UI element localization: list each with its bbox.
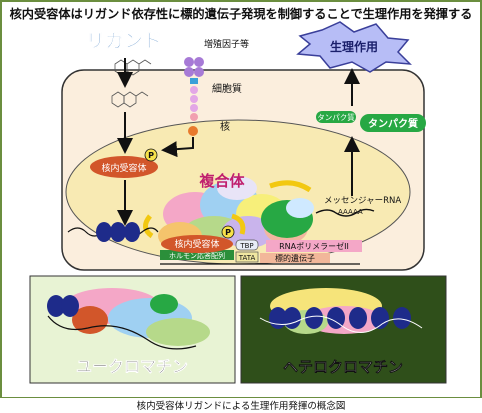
nucleosome-chain — [96, 222, 140, 242]
protein-large-label: タンパク質 — [368, 117, 418, 130]
growth-factor-symbol — [184, 57, 204, 84]
physiological-effect-burst — [296, 21, 412, 73]
nuclear-receptor-promoter-label: 核内受容体 — [174, 238, 219, 250]
protein-small-pill — [316, 111, 356, 123]
complex-label: 複合体 — [198, 172, 245, 190]
mrna-label: メッセンジャーRNA — [324, 196, 401, 206]
nucleus-label: 核 — [220, 120, 230, 133]
tbp-box — [235, 239, 259, 251]
phospho-badge-2 — [221, 225, 235, 239]
heterochromatin-illustration — [259, 288, 423, 334]
target-gene-label: 標的遺伝子 — [275, 253, 315, 263]
hormone-response-label: ホルモン応答配列 — [169, 251, 225, 260]
figure-caption: 核内受容体リガンドによる生理作用発揮の概念図 — [137, 400, 346, 412]
heterochromatin-label: ヘテロクロマチン — [283, 358, 403, 376]
curved-arrow-right — [269, 180, 312, 193]
physiological-effect-label: 生理作用 — [330, 39, 378, 54]
protein-small-label: タンパク質 — [317, 112, 355, 122]
nuclear-receptor-promoter — [161, 235, 233, 253]
protein-large-pill — [360, 114, 426, 132]
ligand-structure-cell — [111, 91, 149, 108]
growth-factor-label: 増殖因子等 — [204, 38, 249, 50]
cytoplasm-label: 細胞質 — [212, 82, 242, 95]
phospho-badge-1 — [144, 148, 158, 162]
nuclear-receptor-top-label: 核内受容体 — [101, 162, 146, 174]
mrna-strand — [315, 208, 375, 217]
euchromatin-label: ユークロマチン — [76, 357, 188, 376]
tata-label: TATA — [238, 254, 256, 262]
caption-bar — [0, 398, 482, 413]
nuclear-receptor-top — [90, 156, 158, 178]
phospho-badge-2-label: P — [225, 228, 231, 237]
polya-label: AAAAA — [338, 208, 363, 216]
receptor-column — [188, 86, 198, 136]
euchromatin-illustration — [47, 288, 210, 350]
curved-arrow-middle — [231, 213, 246, 235]
ligand-structure-top — [114, 59, 152, 76]
curved-arrow-left — [143, 214, 154, 239]
tbp-label: TBP — [239, 242, 253, 250]
figure-title: 核内受容体はリガンド依存性に標的遺伝子発現を制御することで生理作用を発揮する — [10, 6, 473, 21]
target-gene-bar — [260, 253, 330, 263]
tata-box — [235, 251, 259, 263]
rna-polymerase-label: RNAポリメラーゼII — [279, 241, 349, 251]
rna-polymerase-highlight — [286, 198, 314, 218]
rna-polymerase-bar — [266, 240, 362, 252]
phospho-badge-1-label: P — [148, 151, 154, 160]
arrow-phosphorylation — [161, 137, 194, 158]
ligand-label: リガンド — [86, 30, 162, 52]
hormone-response-bar — [160, 250, 234, 260]
